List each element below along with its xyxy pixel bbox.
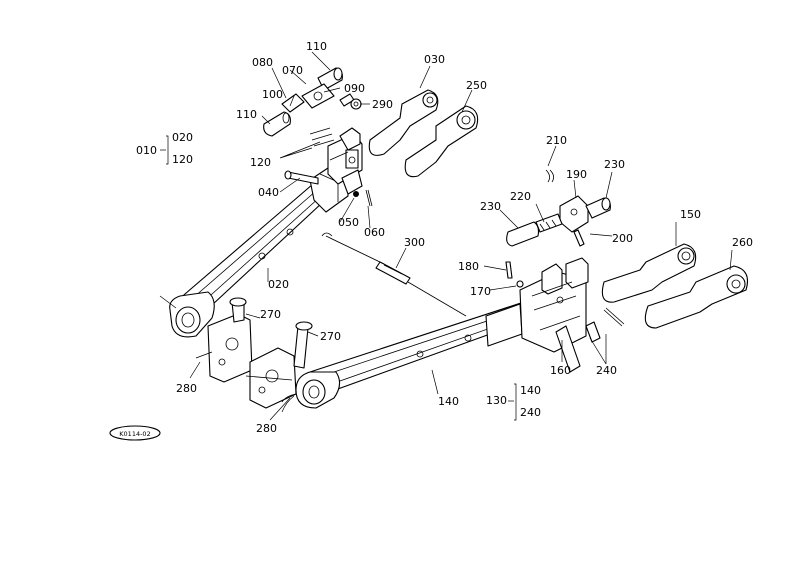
label-210: 210 xyxy=(546,134,567,147)
drawing-code-badge: K0114-02 xyxy=(109,425,161,441)
label-240: 240 xyxy=(596,364,617,377)
label-100: 100 xyxy=(262,88,283,101)
arm-030 xyxy=(368,89,439,156)
label-090: 090 xyxy=(344,82,365,95)
right-lift-bracket xyxy=(516,257,589,353)
label-120-group: 120 xyxy=(172,153,193,166)
label-020-group: 020 xyxy=(172,131,193,144)
label-230-left: 230 xyxy=(480,200,501,213)
label-280-left: 280 xyxy=(176,382,197,395)
label-280-right: 280 xyxy=(256,422,277,435)
label-200: 200 xyxy=(612,232,633,245)
right-pin-assembly xyxy=(506,169,611,247)
label-260: 260 xyxy=(732,236,753,249)
label-080: 080 xyxy=(252,56,273,69)
left-lower-link xyxy=(159,163,349,338)
label-010: 010 xyxy=(136,144,157,157)
label-110-top: 110 xyxy=(306,40,327,53)
left-mount-plate xyxy=(195,297,253,383)
label-300: 300 xyxy=(404,236,425,249)
label-040: 040 xyxy=(258,186,279,199)
upper-pin-assembly xyxy=(263,67,362,147)
label-160: 160 xyxy=(550,364,571,377)
label-230-right: 230 xyxy=(604,158,625,171)
bolt-040 xyxy=(284,170,373,207)
right-mount-plate xyxy=(245,321,313,409)
label-020: 020 xyxy=(268,278,289,291)
group-bracket-130 xyxy=(508,383,517,421)
label-270-right: 270 xyxy=(320,330,341,343)
arm-260 xyxy=(644,265,749,329)
label-170: 170 xyxy=(470,285,491,298)
label-110-left: 110 xyxy=(236,108,257,121)
label-140: 140 xyxy=(438,395,459,408)
leader-lines xyxy=(189,51,733,421)
arm-150 xyxy=(601,243,697,303)
label-150: 150 xyxy=(680,208,701,221)
small-parts-right xyxy=(505,261,625,373)
label-050: 050 xyxy=(338,216,359,229)
part-labels: 110 080 070 090 100 290 110 030 250 010 … xyxy=(136,40,753,435)
label-270-left: 270 xyxy=(260,308,281,321)
label-030: 030 xyxy=(424,53,445,66)
label-190: 190 xyxy=(566,168,587,181)
label-070: 070 xyxy=(282,64,303,77)
label-250: 250 xyxy=(466,79,487,92)
label-120: 120 xyxy=(250,156,271,169)
group-bracket-010 xyxy=(160,135,169,165)
label-140-group: 140 xyxy=(520,384,541,397)
label-060: 060 xyxy=(364,226,385,239)
label-240-group: 240 xyxy=(520,406,541,419)
check-rod-300 xyxy=(321,232,467,317)
label-220: 220 xyxy=(510,190,531,203)
label-130: 130 xyxy=(486,394,507,407)
label-180: 180 xyxy=(458,260,479,273)
drawing-code-text: K0114-02 xyxy=(119,430,150,438)
label-290: 290 xyxy=(372,98,393,111)
arm-250 xyxy=(404,105,479,178)
left-lift-bracket xyxy=(327,127,363,195)
